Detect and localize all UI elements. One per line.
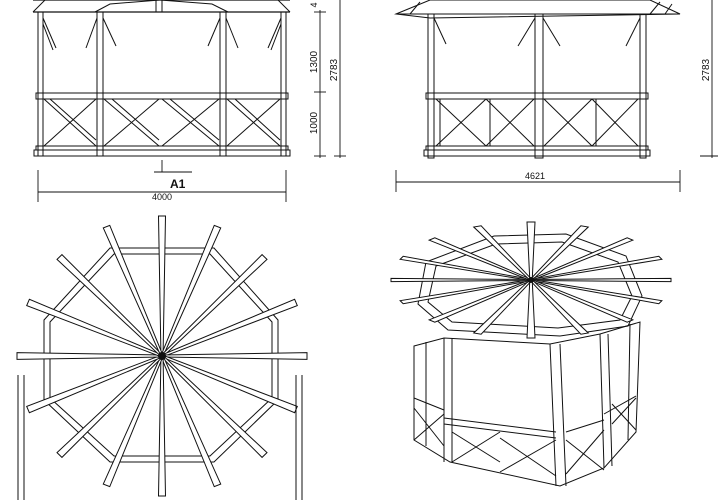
iso-rafter-15 [427,237,534,281]
plan-rafter-15 [56,253,164,358]
side-dim-total: 2783 [701,58,712,81]
front-dim-total: 2783 [329,58,340,81]
iso-rafter-5 [530,277,672,283]
front-dim-top-partial: 4 [309,2,319,7]
side-height-dimension: 2783 [700,0,718,158]
plan-outline-octagon [43,247,279,463]
front-height-dimensions: 1300 1000 2783 4 [309,0,346,158]
plan-rafter-13 [16,352,163,360]
side-width-dimension: 4621 [395,170,681,192]
iso-base-structure [413,321,641,487]
iso-rafter-3 [528,237,635,281]
plan-rafter-3 [160,253,268,358]
section-mark: A1 [170,177,186,191]
iso-rafter-7 [528,279,635,323]
side-dim-width: 4621 [525,171,545,181]
plan-rafter-7 [160,354,268,459]
front-width-dimension: A1 4000 [37,160,287,202]
isometric-view [390,221,672,487]
iso-rafter-1 [526,221,536,281]
plan-rafter-5 [161,352,308,360]
front-railing [33,92,291,157]
plan-outer-posts [17,375,303,500]
plan-rafter-11 [56,354,164,459]
side-roof [394,0,681,19]
front-dim-width: 4000 [152,192,172,202]
plan-rafter-1 [157,215,167,357]
plan-rafter-9 [157,355,167,497]
plan-rafters [16,215,308,497]
iso-railing-crosses [413,397,637,477]
roof-plan [16,215,308,500]
front-posts [37,0,287,157]
front-dim-upper: 1300 [309,50,320,73]
iso-rafter-13 [390,277,532,283]
side-railing [423,92,651,157]
front-elevation: 1300 1000 2783 4 A1 4000 [32,0,346,202]
iso-center-hub [528,277,534,283]
iso-rafters [390,221,672,339]
front-braces [42,17,282,51]
side-posts [427,13,647,159]
side-elevation: 2783 4621 [394,0,718,192]
iso-rafter-9 [526,279,536,339]
side-braces [433,17,641,47]
front-dim-lower: 1000 [309,111,320,134]
iso-rafter-11 [427,279,534,323]
plan-center-hub [158,352,166,360]
